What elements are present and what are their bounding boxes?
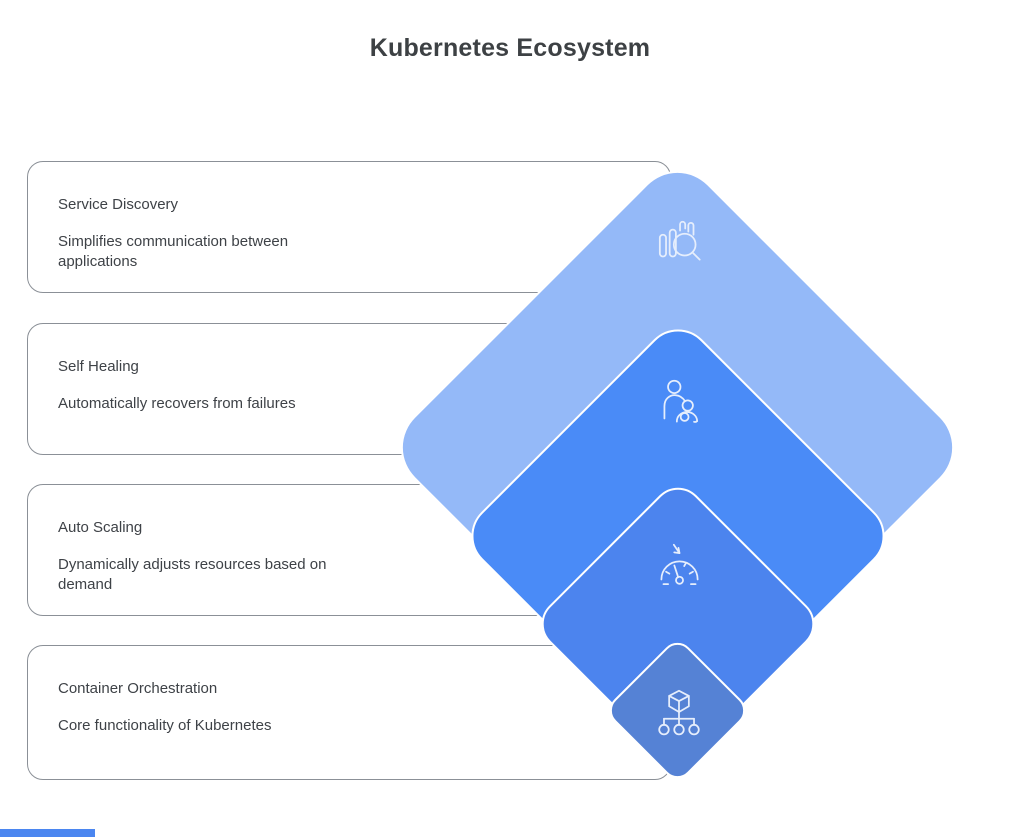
person-care-icon (652, 375, 710, 433)
cube-network-icon (650, 684, 708, 742)
card-description: Dynamically adjusts resources based on d… (58, 556, 327, 593)
card-title: Auto Scaling (58, 519, 143, 536)
gauge-icon (650, 537, 708, 595)
card-description: Core functionality of Kubernetes (58, 717, 272, 734)
card-title: Service Discovery (58, 196, 179, 213)
card-title: Container Orchestration (58, 680, 218, 697)
card-service-discovery: Service Discovery Simplifies communicati… (27, 161, 671, 293)
card-container-orchestration: Container Orchestration Core functionali… (27, 645, 671, 780)
page-title: Kubernetes Ecosystem (369, 34, 651, 62)
search-analytics-icon (650, 213, 708, 271)
card-title: Self Healing (58, 358, 139, 375)
card-description: Automatically recovers from failures (58, 395, 296, 412)
card-description: Simplifies communication between applica… (58, 233, 289, 270)
cropped-blue-element (0, 829, 95, 837)
